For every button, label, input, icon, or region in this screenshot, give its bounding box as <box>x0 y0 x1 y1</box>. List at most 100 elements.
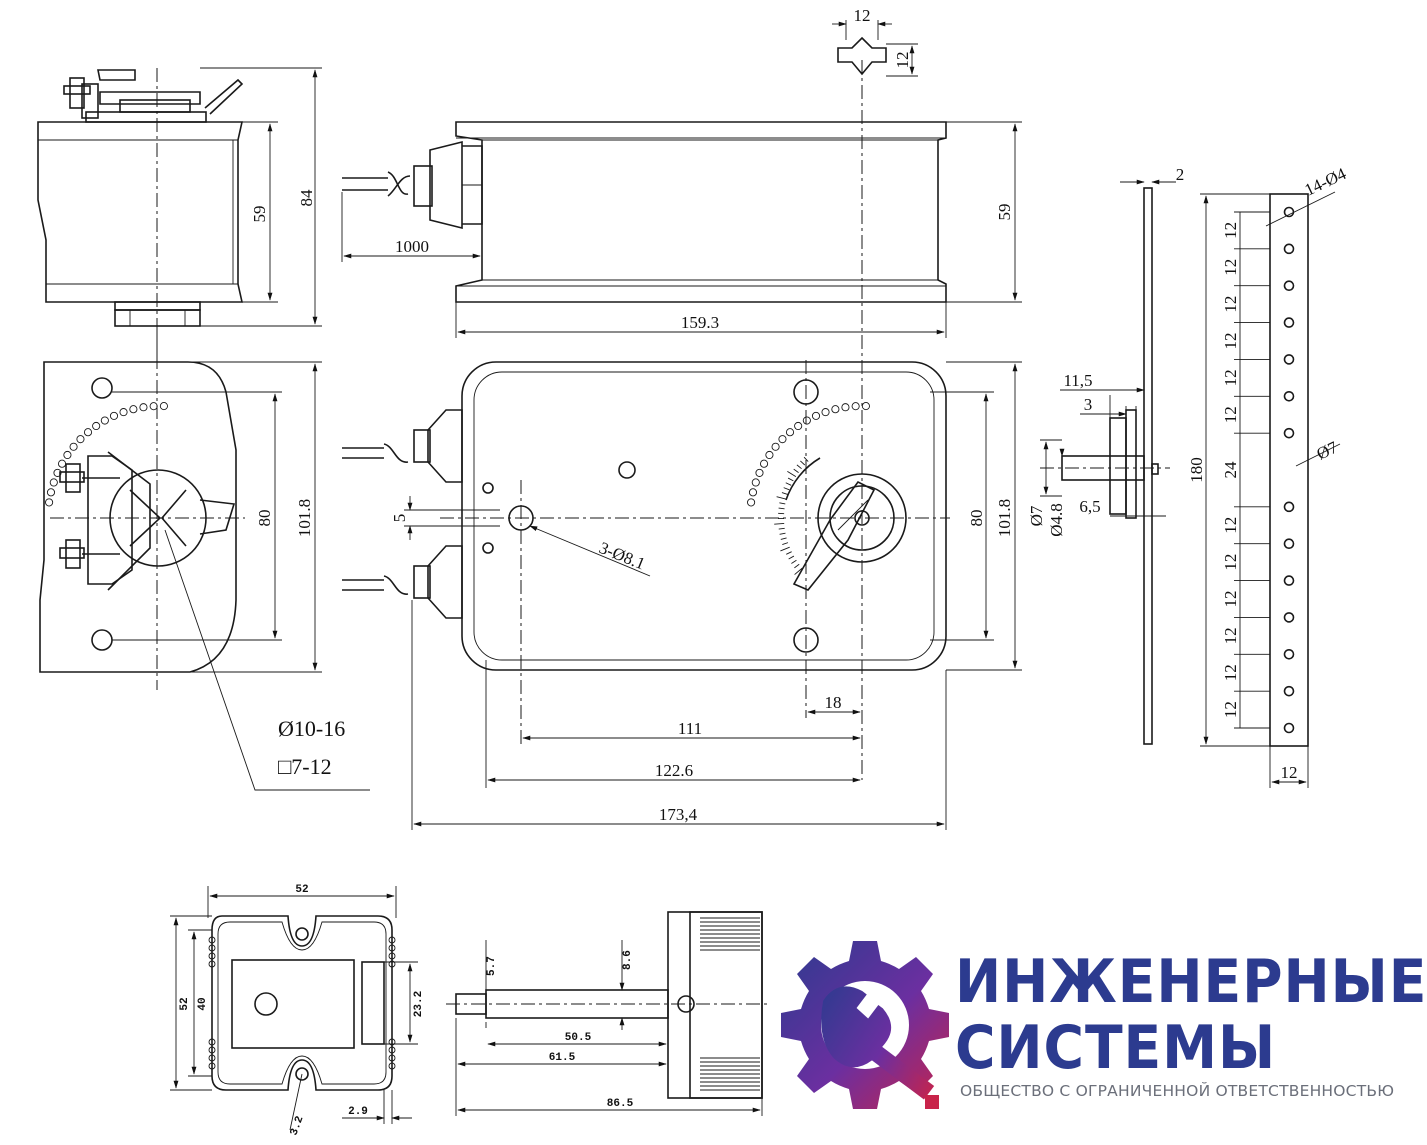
knob-grip-bump <box>388 1062 396 1070</box>
bracket-view: 2 11,5 3 Ø7 Ø4.8 6,5 <box>1027 165 1185 745</box>
strip-pitch-label: 12 <box>1221 517 1240 534</box>
strip-hole <box>1283 612 1295 623</box>
scale-tick <box>780 537 787 540</box>
dim-5: 5 <box>390 514 409 523</box>
dim-shaft-8-6: 8.6 <box>622 950 634 970</box>
shaft-round-size: Ø10-16 <box>278 716 345 741</box>
strip-big-hole: Ø7 <box>1314 437 1341 463</box>
scale-tick <box>786 551 792 555</box>
dim-101-left: 101.8 <box>295 499 314 537</box>
dim-profile-w: 12 <box>854 6 871 25</box>
scale-tick <box>782 542 789 545</box>
indicator-dot <box>76 435 85 444</box>
strip-pitch-label: 12 <box>1221 554 1240 571</box>
company-name-line1: ИНЖЕНЕРНЫЕ <box>955 947 1427 1017</box>
indicator-dot <box>46 488 56 497</box>
indicator-dot <box>755 468 764 477</box>
dim-3-holes: 3-Ø8.1 <box>597 538 648 573</box>
indicator-dot <box>831 405 840 414</box>
dim-61-5: 61.5 <box>549 1052 576 1064</box>
strip-hole <box>1283 243 1295 255</box>
scale-tick <box>776 496 787 500</box>
indicator-dot <box>771 442 780 451</box>
dim-knob-52h: 52 <box>179 997 191 1010</box>
dim-101-front: 101.8 <box>995 499 1014 537</box>
scale-tick <box>794 567 803 575</box>
company-subtitle: ОБЩЕСТВО С ОГРАНИЧЕННОЙ ОТВЕТСТВЕННОСТЬЮ <box>960 1082 1395 1100</box>
indicator-dot <box>63 450 72 460</box>
knob-grip-bump <box>388 944 396 952</box>
knob-grip-bump <box>388 952 396 960</box>
company-logo: ИНЖЕНЕРНЫЕ СИСТЕМЫ ОБЩЕСТВО С ОГРАНИЧЕНН… <box>775 930 1426 1145</box>
strip-pitch-label: 12 <box>1221 259 1240 276</box>
indicator-dot <box>109 411 119 420</box>
dim-strip-width: 12 <box>1281 763 1298 782</box>
dim-3: 3 <box>1084 395 1093 414</box>
dim-knob-3-2: 3.2 <box>288 1115 306 1138</box>
dim-50-5: 50.5 <box>565 1032 592 1044</box>
dim-59-left: 59 <box>250 206 269 223</box>
strip-hole <box>1283 648 1295 660</box>
indicator-dot <box>92 421 101 431</box>
strip-pitch-label: 12 <box>1221 664 1240 681</box>
indicator-dot <box>747 498 756 507</box>
indicator-dot <box>69 442 78 451</box>
scale-tick <box>787 470 797 478</box>
indicator-dot <box>83 428 93 437</box>
strip-hole <box>1283 501 1295 513</box>
strip-holes-label: 14-Ø4 <box>1302 164 1350 200</box>
scale-tick <box>796 464 802 470</box>
indicator-dot <box>811 411 821 420</box>
strip-hole <box>1283 722 1295 734</box>
strip-pitch-label: 12 <box>1221 701 1240 718</box>
indicator-dot <box>778 435 787 444</box>
dim-111: 111 <box>678 719 702 738</box>
scale-tick <box>781 492 788 495</box>
knob-front-view: 52 52 40 23.2 2.9 3.2 <box>170 884 425 1137</box>
left-front-view: Ø10-16 □7-12 80 101.8 <box>39 330 370 791</box>
strip-hole <box>1283 390 1295 402</box>
strip-hole <box>1283 575 1295 586</box>
dim-1000: 1000 <box>395 237 429 256</box>
company-name-line2: СИСТЕМЫ <box>955 1013 1277 1083</box>
side-view: 1000 159.3 59 <box>341 60 1022 780</box>
indicator-dot <box>100 416 109 425</box>
knob-grip-bump <box>388 1046 396 1054</box>
indicator-dot <box>765 450 774 460</box>
scale-tick <box>793 468 799 473</box>
strip-pitch-label: 12 <box>1221 296 1240 313</box>
dim-2: 2 <box>1176 165 1185 184</box>
scale-tick <box>803 456 809 462</box>
dim-knob-52w: 52 <box>295 884 308 896</box>
indicator-dot <box>851 402 860 411</box>
knob-grip-bump <box>208 952 216 960</box>
dim-knob-2-9: 2.9 <box>348 1106 368 1118</box>
scale-tick <box>783 487 790 491</box>
dim-122-6: 122.6 <box>655 761 693 780</box>
indicator-dot <box>139 403 148 412</box>
indicator-dot <box>821 408 830 417</box>
shaft-profile: 12 12 <box>832 6 918 77</box>
dim-86-5: 86.5 <box>607 1098 634 1110</box>
strip-pitch-label: 24 <box>1221 461 1240 479</box>
knob-grip-bump <box>208 936 216 944</box>
knob-grip-bump <box>388 960 396 968</box>
scale-tick <box>778 527 785 530</box>
strip-hole <box>1283 538 1295 550</box>
strip-pitch-label: 12 <box>1221 627 1240 644</box>
knob-grip-bump <box>388 1038 396 1046</box>
dim-knob-23-2: 23.2 <box>413 991 425 1017</box>
scale-tick <box>779 532 786 535</box>
gear-wrench-icon <box>781 941 949 1109</box>
scale-tick <box>780 546 790 552</box>
indicator-dot <box>129 405 138 414</box>
indicator-dot <box>53 468 62 477</box>
strip-pitch-label: 12 <box>1221 333 1240 350</box>
scale-tick <box>774 522 785 525</box>
knob-grip-bump <box>208 1046 216 1054</box>
indicator-dot <box>751 478 760 487</box>
dim-d7-bracket: Ø7 <box>1027 505 1046 526</box>
dim-profile-h: 12 <box>893 52 912 69</box>
